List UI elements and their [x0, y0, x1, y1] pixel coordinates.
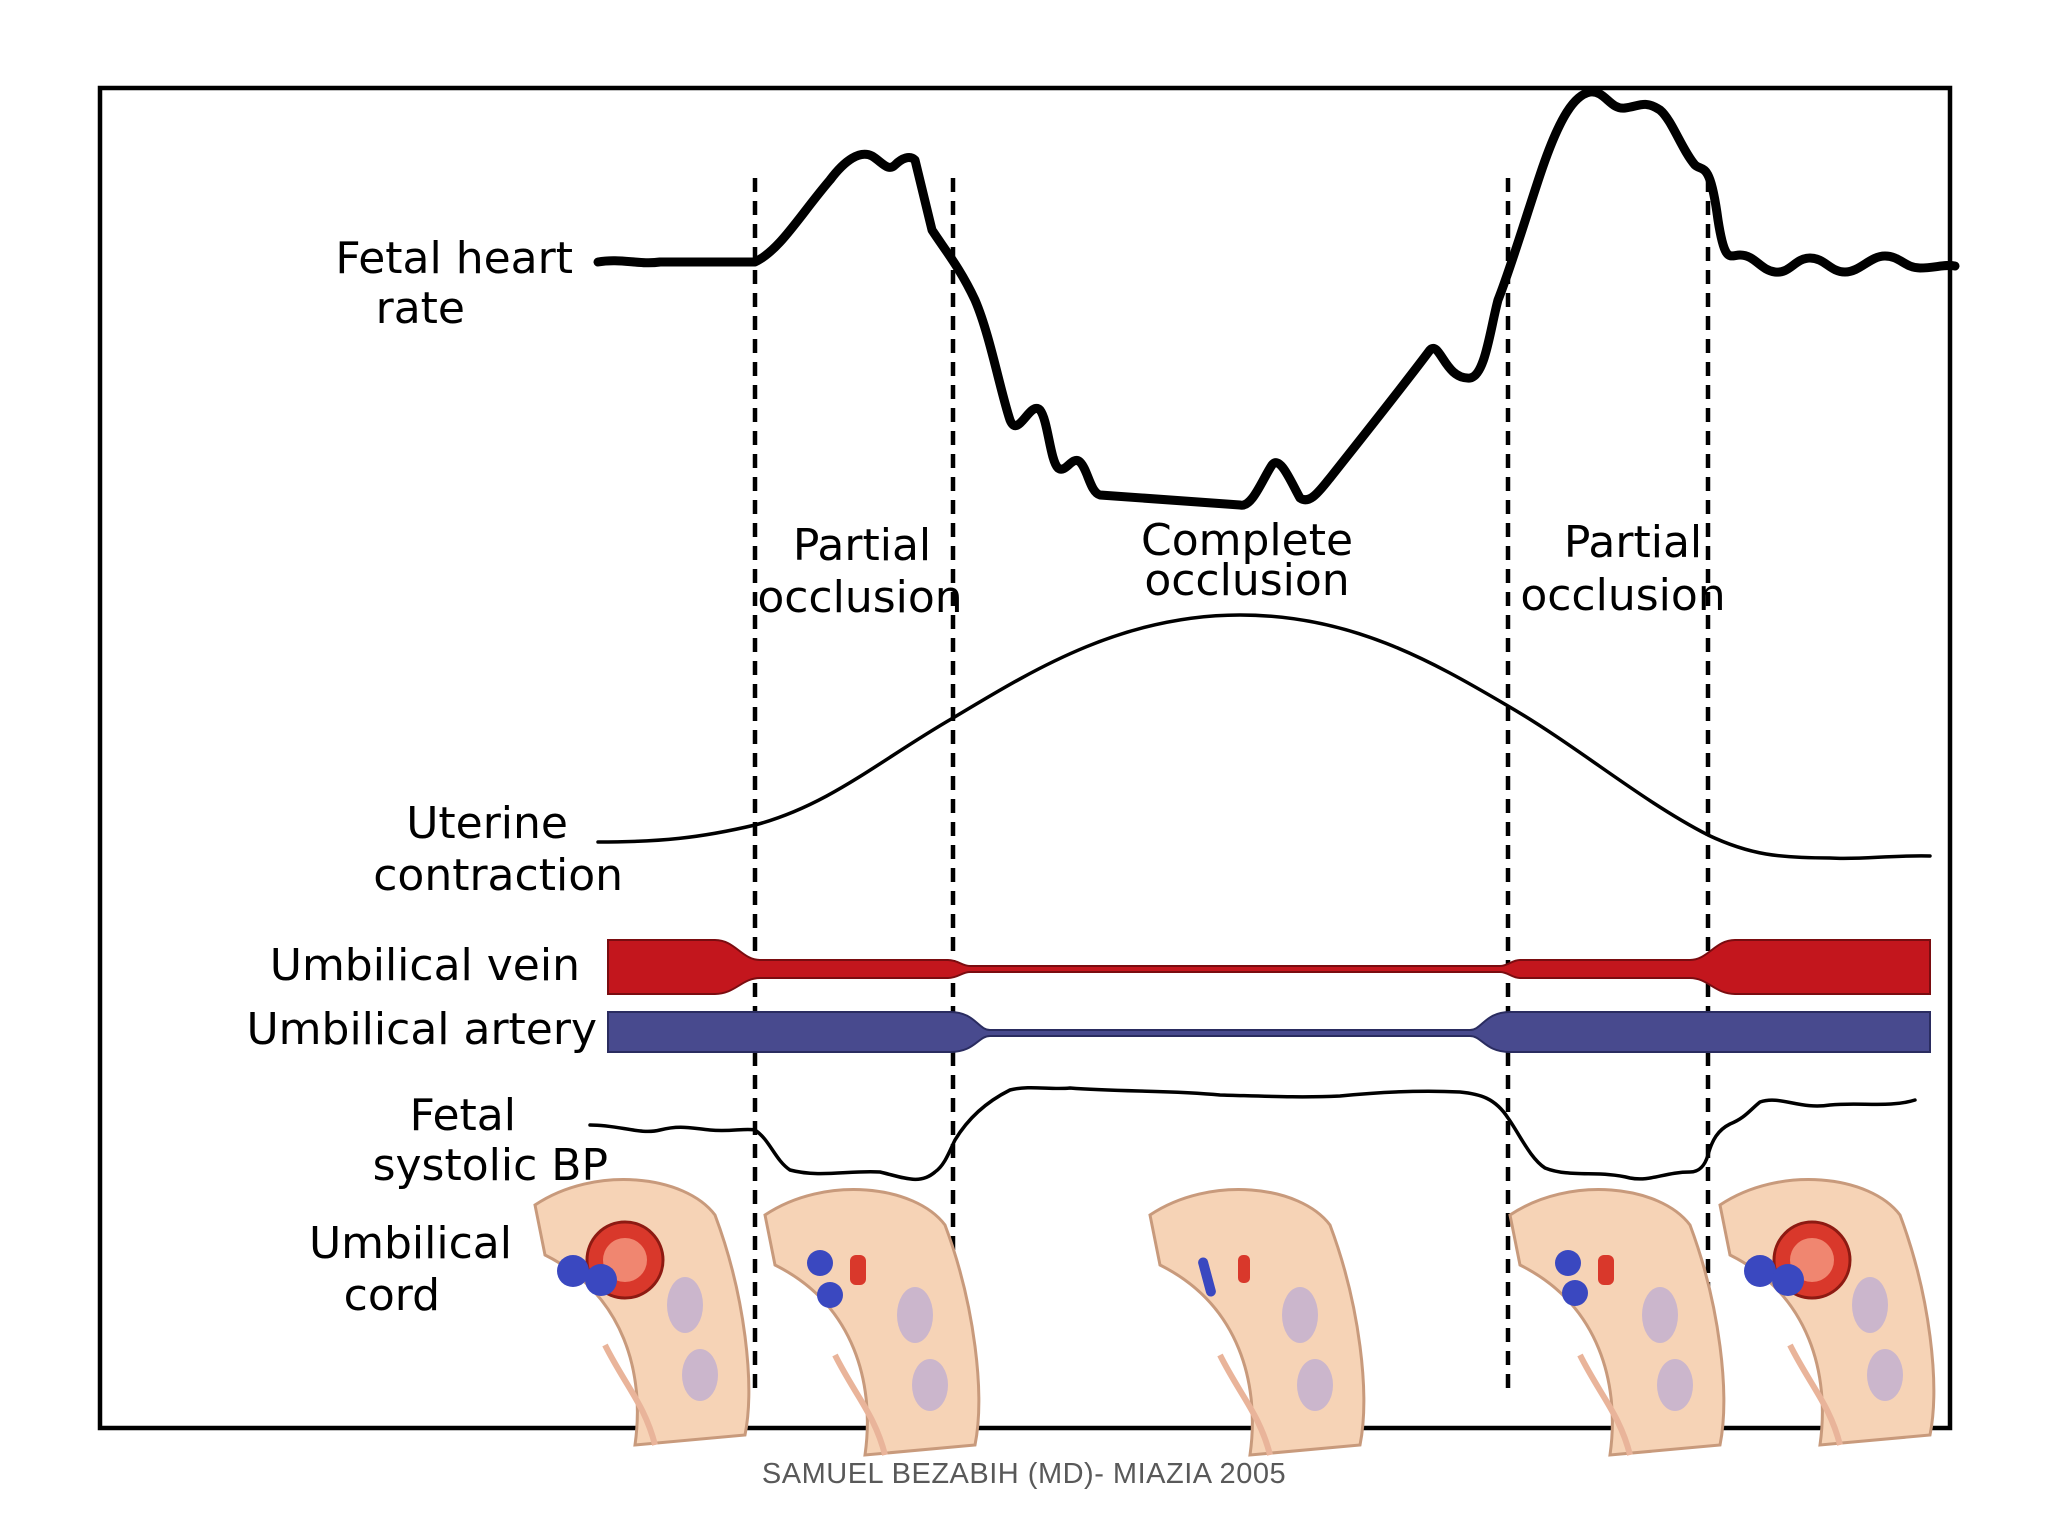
partial-occlusion-right-line2: occlusion: [1520, 570, 1725, 621]
umbilical-cord-illustration-4: [1510, 1190, 1724, 1455]
complete-occlusion-line2: occlusion: [1144, 555, 1349, 606]
fetal-systolic-bp-trace: [588, 1085, 1917, 1182]
fetal-systolic-bp-label-line2: systolic BP: [373, 1140, 608, 1191]
umbilical-cord-illustration-2: [765, 1190, 979, 1455]
fetal-heart-rate-label-line2: rate: [376, 283, 465, 334]
umbilical-artery-label: Umbilical artery: [246, 1004, 597, 1055]
umbilical-cord-label-line2: cord: [344, 1270, 440, 1321]
partial-occlusion-right-line1: Partial: [1564, 517, 1702, 568]
uterine-contraction-label-line2: contraction: [373, 850, 623, 901]
fetal-heart-rate-trace: [593, 87, 1960, 510]
uterine-contraction-trace: [596, 613, 1932, 861]
umbilical-cord-label-line1: Umbilical: [309, 1218, 512, 1269]
partial-occlusion-left-line2: occlusion: [757, 572, 962, 623]
umbilical-vein-label: Umbilical vein: [270, 940, 580, 991]
umbilical-cord-illustration-3: [1150, 1190, 1364, 1455]
fetal-systolic-bp-label-line1: Fetal: [410, 1090, 516, 1141]
partial-occlusion-left-line1: Partial: [793, 520, 931, 571]
umbilical-cord-illustration-1: [535, 1180, 749, 1445]
fetal-heart-rate-label-line1: Fetal heart: [335, 233, 573, 284]
umbilical-vein-bar: [607, 939, 1931, 995]
umbilical-artery-bar: [607, 1011, 1931, 1053]
uterine-contraction-label-line1: Uterine: [406, 798, 568, 849]
footer-credit: SAMUEL BEZABIH (MD)- MIAZIA 2005: [761, 1458, 1287, 1490]
umbilical-cord-illustration-5: [1720, 1180, 1934, 1445]
complete-occlusion-line1: Complete: [1141, 515, 1353, 566]
